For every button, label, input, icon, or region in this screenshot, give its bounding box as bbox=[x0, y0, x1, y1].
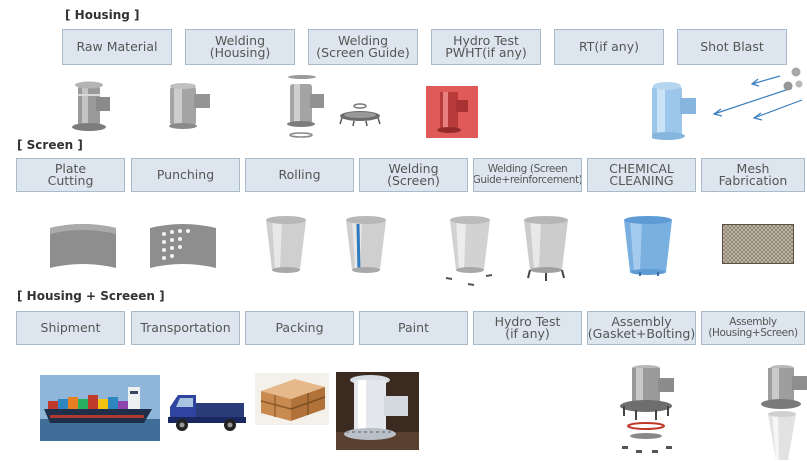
punched-plate-icon bbox=[148, 222, 218, 270]
truck-photo bbox=[164, 387, 250, 435]
housing-screen-guide-icon bbox=[276, 74, 386, 138]
step-welding-screen-guide-reinforcement: Welding (Screen Guide+reinforcement) bbox=[473, 158, 582, 192]
section-title-housing-screen: [ Housing + Screeen ] bbox=[17, 289, 165, 303]
step-packing: Packing bbox=[245, 311, 354, 345]
rolled-screen-icon bbox=[264, 214, 308, 274]
step-assembly-gasket-bolting: Assembly (Gasket+Bolting) bbox=[587, 311, 696, 345]
step-hydro-test: Hydro Test (if any) bbox=[473, 311, 582, 345]
step-raw-material: Raw Material bbox=[62, 29, 172, 65]
section-title-screen: [ Screen ] bbox=[17, 138, 83, 152]
screen-with-guide-icon bbox=[442, 214, 498, 290]
painted-housing-photo bbox=[336, 372, 419, 450]
welded-screen-icon bbox=[344, 214, 388, 276]
step-mesh-fabrication: Mesh Fabrication bbox=[701, 158, 805, 192]
reinforced-screen-icon bbox=[518, 214, 574, 282]
step-welding-screen-guide: Welding (Screen Guide) bbox=[308, 29, 418, 65]
step-assembly-housing-screen: Assembly (Housing+Screen) bbox=[701, 311, 805, 345]
wire-mesh-icon bbox=[722, 224, 794, 264]
step-shot-blast: Shot Blast bbox=[677, 29, 787, 65]
wooden-crate-photo bbox=[255, 373, 329, 425]
curved-plate-icon bbox=[48, 222, 118, 270]
tee-housing-icon bbox=[70, 80, 114, 132]
step-hydro-test-pwht: Hydro Test PWHT(if any) bbox=[431, 29, 541, 65]
step-shipment: Shipment bbox=[16, 311, 125, 345]
step-rolling: Rolling bbox=[245, 158, 354, 192]
step-transportation: Transportation bbox=[131, 311, 240, 345]
welded-housing-icon bbox=[164, 82, 214, 130]
cleaned-screen-icon bbox=[622, 216, 674, 276]
hydro-tested-housing-icon bbox=[426, 86, 478, 138]
section-title-housing: [ Housing ] bbox=[65, 8, 140, 22]
step-rt: RT(if any) bbox=[554, 29, 664, 65]
step-plate-cutting: Plate Cutting bbox=[16, 158, 125, 192]
step-paint: Paint bbox=[359, 311, 468, 345]
step-punching: Punching bbox=[131, 158, 240, 192]
gasket-bolting-assembly-icon bbox=[616, 364, 682, 458]
housing-screen-assembly-icon bbox=[758, 364, 807, 461]
step-welding-housing: Welding (Housing) bbox=[185, 29, 295, 65]
step-welding-screen: Welding (Screen) bbox=[359, 158, 468, 192]
shot-blast-housing-icon bbox=[652, 66, 806, 140]
step-chemical-cleaning: CHEMICAL CLEANING bbox=[587, 158, 696, 192]
container-ship-photo bbox=[40, 375, 160, 441]
